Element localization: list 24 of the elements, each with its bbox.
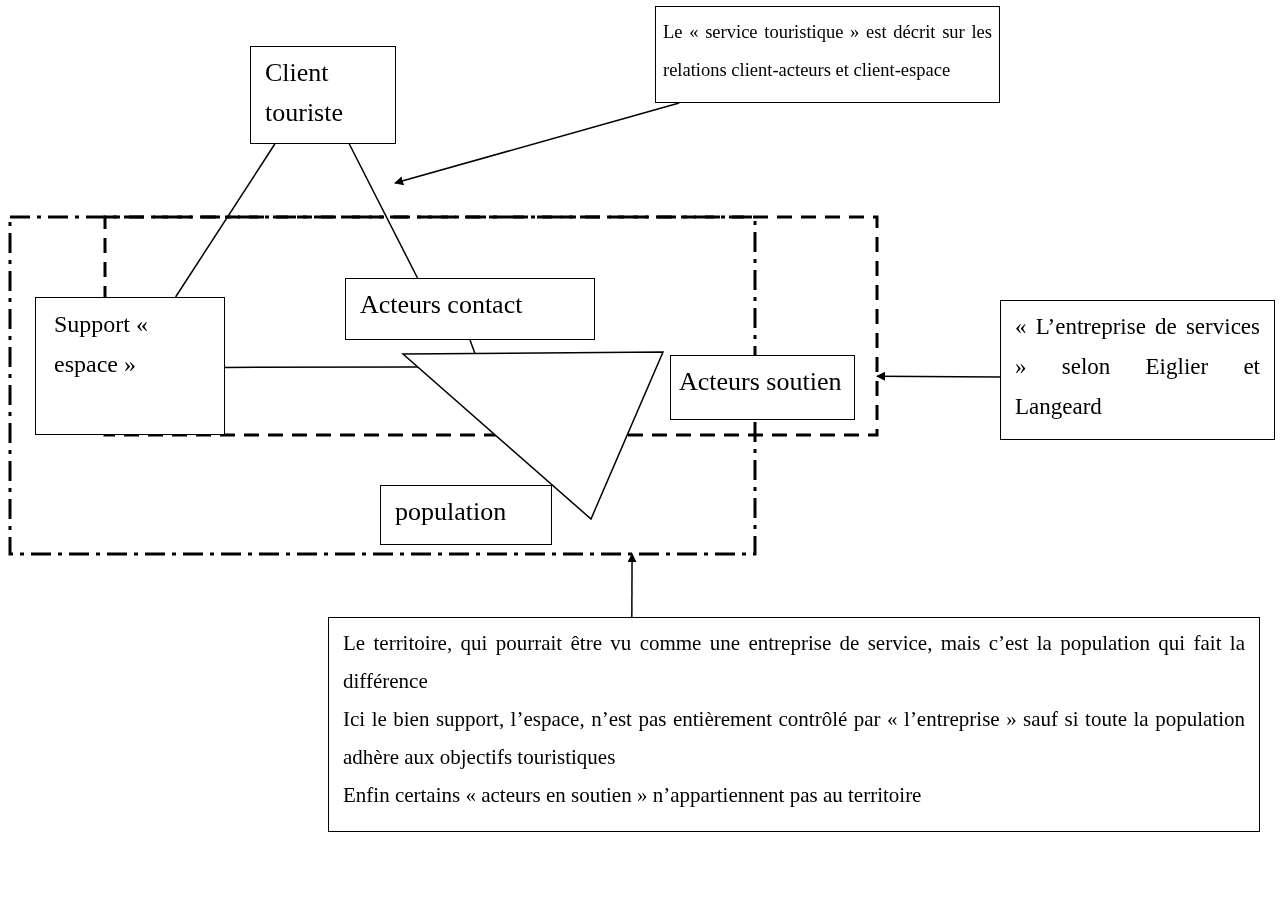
connector-line <box>469 339 476 355</box>
label-box <box>670 355 855 420</box>
arrow <box>394 102 680 186</box>
connector-line <box>348 143 419 279</box>
label-box <box>380 485 552 545</box>
arrow <box>876 371 1001 381</box>
box-label: Support « espace » <box>54 310 149 379</box>
connector-line <box>224 366 419 369</box>
box-label: Client touriste <box>265 57 344 129</box>
label-box <box>250 46 396 144</box>
note-text: « L’entreprise de services » selon Eiglier et Langeard <box>1015 313 1260 421</box>
box-label: Acteurs soutien <box>679 366 843 398</box>
note-box <box>655 6 1000 103</box>
note-text: Enfin certains « acteurs en soutien » n’appartiennent pas au territoire <box>343 782 923 809</box>
note-text: Ici le bien support, l’espace, n’est pas entièrement contrôlé par « l’entreprise » sauf si toute la population adhère aux objectifs touristiques <box>343 706 1245 771</box>
box-label: Acteurs contact <box>360 289 524 321</box>
connector-line <box>174 143 276 298</box>
note-text: Le territoire, qui pourrait être vu comme une entreprise de service, mais c’est la population qui fait la différence <box>343 630 1245 695</box>
note-box <box>1000 300 1275 440</box>
label-box <box>35 297 225 435</box>
note-text: Le « service touristique » est décrit sur les relations client-acteurs et client-espace <box>663 21 992 82</box>
note-box <box>328 617 1260 832</box>
box-label: population <box>395 496 508 528</box>
arrow <box>627 553 637 618</box>
